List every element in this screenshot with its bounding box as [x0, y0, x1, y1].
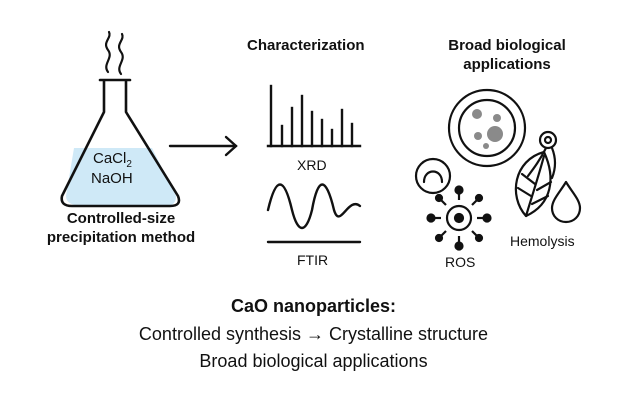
- ftir-spectrum-icon: [266, 183, 362, 244]
- flask-liquid: [66, 148, 176, 206]
- blood-cell-icon: [526, 130, 558, 180]
- ftir-label: FTIR: [297, 252, 329, 268]
- reagent-cacl-text: CaCl: [93, 150, 127, 167]
- characterization-title: Characterization: [247, 37, 365, 54]
- flask-caption-line2: precipitation method: [46, 229, 196, 246]
- summary-line1: Controlled synthesis → Crystalline struc…: [138, 324, 489, 344]
- reagent-subscript: 2: [126, 159, 132, 170]
- applications-title-line2: applications: [463, 56, 551, 73]
- droplet-icon: [550, 180, 582, 224]
- erlenmeyer-flask-icon: [60, 78, 181, 208]
- xrd-label: XRD: [297, 157, 327, 173]
- flask-caption-line1: Controlled-size: [66, 210, 176, 227]
- xrd-pattern-icon: [266, 84, 362, 148]
- summary-title: CaO nanoparticles:: [230, 296, 397, 316]
- ros-label: ROS: [445, 254, 476, 270]
- hemolysis-label: Hemolysis: [510, 233, 575, 249]
- leaf-icon: [514, 150, 553, 218]
- reagent-cacl2-label: CaCl2: [93, 150, 132, 171]
- process-arrow-icon: [168, 135, 238, 157]
- cell-icon: [414, 157, 452, 195]
- reagent-naoh-label: NaOH: [91, 170, 133, 187]
- ros-molecule-icon: [426, 185, 492, 251]
- applications-title-line1: Broad biological: [448, 37, 566, 54]
- steam-icon: [104, 30, 124, 76]
- summary-line2: Broad biological applications: [199, 351, 428, 371]
- petri-dish-icon: [447, 88, 527, 168]
